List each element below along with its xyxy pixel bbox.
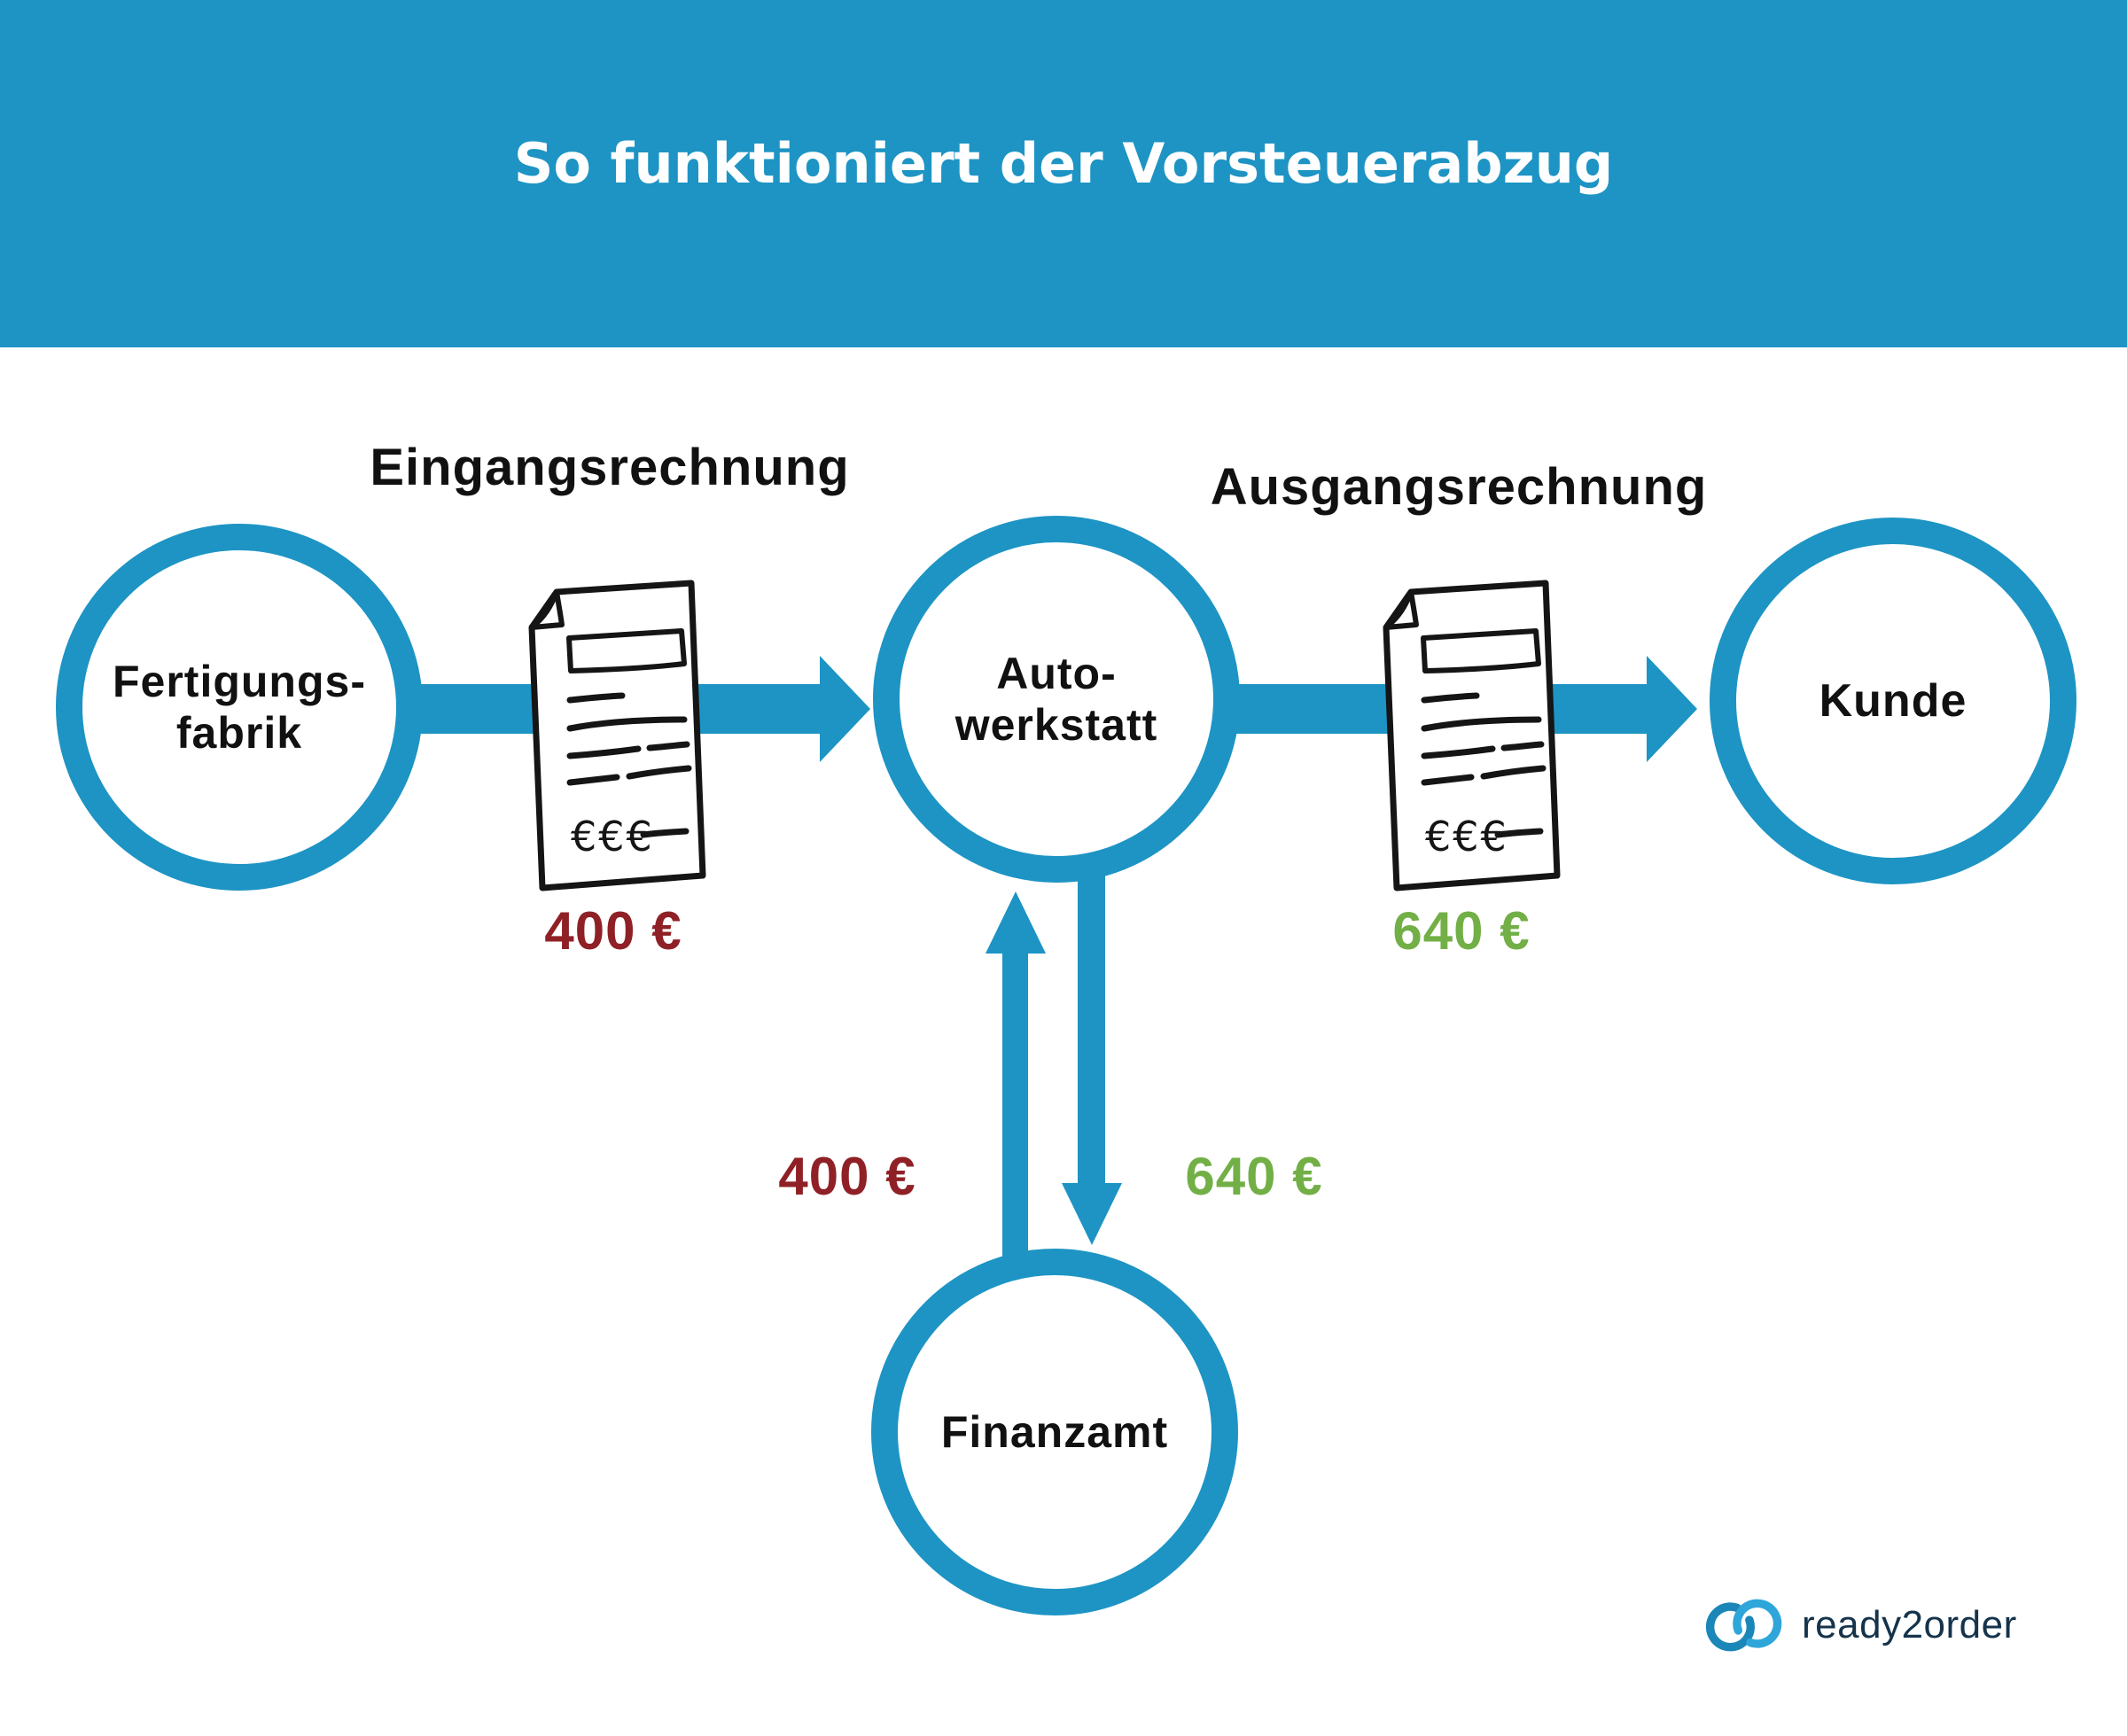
header-band: So funktioniert der Vorsteuerabzug: [0, 0, 2127, 347]
node-fertigungsfabrik: Fertigungs- fabrik: [56, 524, 423, 891]
node-kunde: Kunde: [1710, 518, 2076, 884]
label-ausgangsrechnung: Ausgangsrechnung: [1210, 458, 1708, 516]
page-title: So funktioniert der Vorsteuerabzug: [513, 131, 1614, 196]
brand-logo: ready2order: [1703, 1592, 2017, 1659]
label-eingangsrechnung: Eingangsrechnung: [370, 439, 850, 496]
arrow-workshop-to-taxoffice-down-icon: [1062, 873, 1122, 1245]
node-kunde-label: Kunde: [1819, 674, 1967, 727]
amount-output-invoice: 640 €: [1392, 901, 1531, 961]
outgoing-invoice-currency-text: €€€: [1425, 813, 1508, 860]
incoming-invoice-currency-text: €€€: [571, 813, 654, 860]
amount-input-invoice: 400 €: [544, 901, 682, 961]
brand-logo-text: ready2order: [1802, 1603, 2017, 1646]
node-fertigungsfabrik-label-line2: fabrik: [175, 708, 303, 758]
amount-vat-refund: 400 €: [778, 1147, 916, 1206]
node-finanzamt-label: Finanzamt: [940, 1407, 1169, 1457]
node-autowerkstatt-label-line2: werkstatt: [954, 700, 1158, 750]
ready2order-logo-icon: [1705, 1599, 1782, 1652]
node-finanzamt: Finanzamt: [871, 1249, 1238, 1615]
outgoing-invoice-icon: €€€: [1383, 580, 1561, 891]
amount-vat-due: 640 €: [1185, 1147, 1323, 1206]
incoming-invoice-icon: €€€: [528, 580, 706, 891]
node-autowerkstatt-label-line1: Auto-: [996, 649, 1117, 698]
node-autowerkstatt: Auto- werkstatt: [873, 516, 1240, 883]
arrow-taxoffice-to-workshop-up-icon: [986, 891, 1046, 1265]
node-fertigungsfabrik-label-line1: Fertigungs-: [113, 657, 366, 706]
